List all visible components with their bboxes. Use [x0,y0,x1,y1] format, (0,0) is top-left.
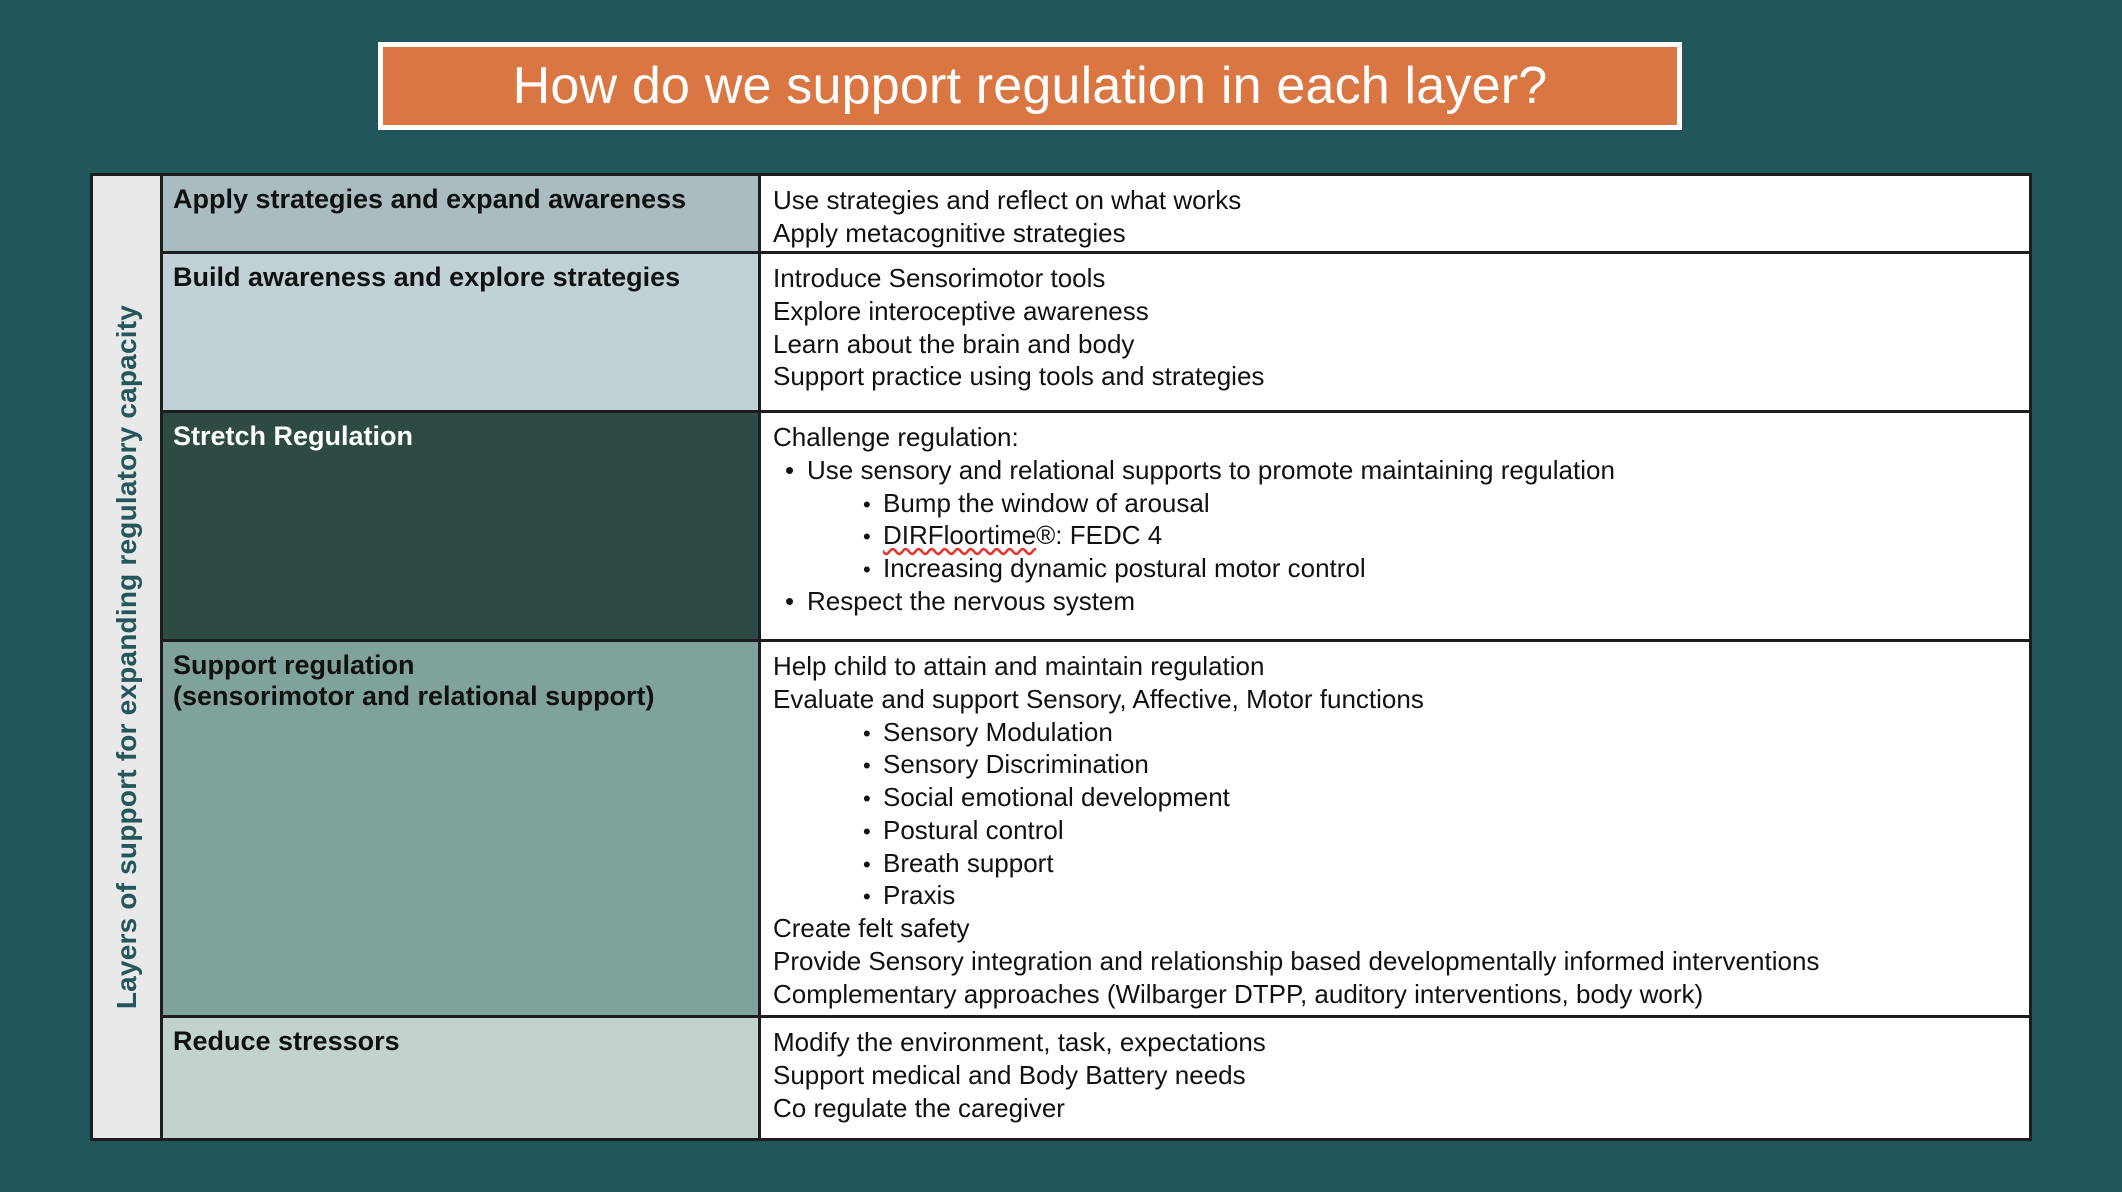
layer-content-cell: Challenge regulation:•Use sensory and re… [761,413,2029,639]
content-line-text: Learn about the brain and body [773,328,1135,359]
content-bullet-item: • Increasing dynamic postural motor contr… [773,552,2029,585]
content-line-text: Sensory Modulation [883,716,1113,747]
layer-label-cell: Reduce stressors [163,1018,761,1138]
content-line-text: Introduce Sensorimotor tools [773,263,1106,293]
content-bullet-item: • Breath support [773,847,2029,880]
content-line-text: Evaluate and support Sensory, Affective,… [773,683,1424,714]
vertical-axis-label-text: Layers of support for expanding regulato… [110,304,142,1010]
layer-content-cell: Modify the environment, task, expectatio… [761,1018,2029,1138]
content-line: Support practice using tools and strateg… [773,360,2029,393]
layer-label-text: Stretch Regulation [173,421,414,451]
content-bullet-item: • Use sensory and relational supports to … [773,454,2029,487]
content-line-text: Support practice using tools and strateg… [773,361,1265,392]
content-line: Provide Sensory integration and relation… [773,945,2029,978]
content-line: Help child to attain and maintain regula… [773,650,2029,683]
table-row: Apply strategies and expand awareness Us… [163,176,2029,254]
content-line-text: Respect the nervous system [807,585,1136,616]
content-line-text: Sensory Discrimination [883,749,1149,780]
content-bullet-item: • Social emotional development [773,781,2029,814]
layer-label-cell: Build awareness and explore strategies [163,254,761,410]
content-line-text: Provide Sensory integration and relation… [773,945,1820,976]
content-line-text: Explore interoceptive awareness [773,295,1149,326]
content-line-text: Social emotional development [883,782,1230,812]
bullet-icon: • [863,818,871,844]
content-line-text: Create felt safety [773,913,970,943]
content-line: Learn about the brain and body [773,328,2029,361]
content-line-text: Increasing dynamic postural motor contro… [883,553,1366,583]
content-line: Introduce Sensorimotor tools [773,262,2029,295]
content-bullet-item: • Sensory Discrimination [773,748,2029,781]
content-bullet-item: • Praxis [773,879,2029,912]
content-line-text: Praxis [883,880,956,911]
content-line-text: Bump the window of arousal [883,487,1210,518]
layer-label-cell: Apply strategies and expand awareness [163,176,761,251]
content-line: Support medical and Body Battery needs [773,1059,2029,1092]
table-row: Stretch Regulation Challenge regulation:… [163,413,2029,642]
bullet-icon: • [785,454,795,485]
layer-label-text: Apply strategies and expand awareness [173,184,687,214]
layer-label-cell: Support regulation(sensorimotor and rela… [163,642,761,1015]
table-rows-container: Apply strategies and expand awareness Us… [163,176,2029,1138]
content-bullet-item: • Bump the window of arousal [773,487,2029,520]
table-row: Build awareness and explore strategies I… [163,254,2029,413]
bullet-icon: • [863,524,871,550]
layer-label-text: (sensorimotor and relational support) [173,680,655,711]
content-line: Co regulate the caregiver [773,1092,2029,1125]
content-line-text: Complementary approaches (Wilbarger DTPP… [773,978,1704,1009]
content-line-text: Help child to attain and maintain regula… [773,651,1265,681]
layer-label-text: Reduce stressors [173,1026,400,1056]
content-line-text: Modify the environment, task, expectatio… [773,1027,1266,1057]
bullet-icon: • [785,585,795,616]
content-line-text: Challenge regulation: [773,422,1019,452]
vertical-axis-label: Layers of support for expanding regulato… [93,176,163,1138]
content-line: Explore interoceptive awareness [773,295,2029,328]
content-line: Apply metacognitive strategies [773,217,2029,250]
content-line-text: Co regulate the caregiver [773,1092,1065,1123]
content-bullet-item: • Respect the nervous system [773,585,2029,618]
spellcheck-underlined-word: DIRFloortime [883,520,1037,551]
content-bullet-item: • Postural control [773,814,2029,847]
table-row: Reduce stressors Modify the environment,… [163,1018,2029,1138]
layer-label-text: Support regulation [173,650,415,680]
table-row: Support regulation(sensorimotor and rela… [163,642,2029,1018]
layer-content-cell: Use strategies and reflect on what works… [761,176,2029,251]
content-line: Evaluate and support Sensory, Affective,… [773,683,2029,716]
layer-content-cell: Help child to attain and maintain regula… [761,642,2029,1015]
content-line-text: Use strategies and reflect on what works [773,185,1242,215]
layer-label-text: Build awareness and explore strategies [173,262,681,292]
bullet-icon: • [863,753,871,779]
content-line: Use strategies and reflect on what works [773,184,2029,217]
layers-of-support-table: Layers of support for expanding regulato… [90,173,2032,1141]
bullet-icon: • [863,786,871,811]
content-line-text: DIRFloortime®: FEDC 4 [883,520,1163,551]
bullet-icon: • [863,884,871,910]
content-line-text: Postural control [883,814,1064,845]
content-line-text: Use sensory and relational supports to p… [807,454,1615,485]
slide-title-banner: How do we support regulation in each lay… [378,42,1682,130]
content-bullet-item: • Sensory Modulation [773,716,2029,749]
content-bullet-item: • DIRFloortime®: FEDC 4 [773,519,2029,552]
content-line-text: Apply metacognitive strategies [773,217,1126,248]
content-line: Modify the environment, task, expectatio… [773,1026,2029,1059]
bullet-icon: • [863,720,871,746]
content-line: Create felt safety [773,912,2029,945]
content-line-text: Breath support [883,847,1054,878]
layer-label-cell: Stretch Regulation [163,413,761,639]
bullet-icon: • [863,557,871,582]
bullet-icon: • [863,851,871,877]
page-title: How do we support regulation in each lay… [512,57,1548,115]
content-line-text: Support medical and Body Battery needs [773,1059,1246,1090]
bullet-icon: • [863,491,871,517]
content-line: Complementary approaches (Wilbarger DTPP… [773,978,2029,1011]
content-line: Challenge regulation: [773,421,2029,454]
